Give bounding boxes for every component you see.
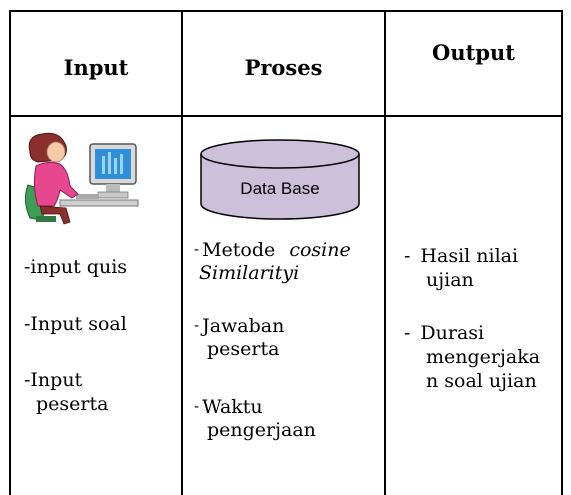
border-top <box>9 10 563 12</box>
output-item-1-line1: Hasil nilai <box>420 245 519 267</box>
proses-item-2-line2: peserta <box>207 338 280 360</box>
database-label: Data Base <box>240 179 320 198</box>
column-divider-2 <box>384 10 386 495</box>
proses-item-waktu: -Waktu <box>194 395 263 419</box>
proses-item-3-line2: pengerjaan <box>207 419 316 441</box>
output-item-2-line2: mengerjaka <box>426 346 541 368</box>
header-divider <box>9 115 563 117</box>
proses-item-1-bullet: - <box>194 240 200 258</box>
input-item-peserta-line2: peserta <box>36 393 109 415</box>
proses-item-3-bullet: - <box>194 397 200 415</box>
output-item-1-bullet: - <box>404 245 411 267</box>
proses-item-2-line1: Jawaban <box>202 315 285 337</box>
output-item-2-bullet: - <box>404 322 411 344</box>
output-item-2-line1: Durasi <box>420 322 485 344</box>
person-computer-icon <box>24 132 139 225</box>
input-item-peserta-line1: -Input <box>24 369 83 391</box>
proses-item-metode: -Metode cosine <box>194 238 351 262</box>
proses-item-1-italic-b: Similarityi <box>199 262 300 284</box>
proses-item-3-line1: Waktu <box>202 396 263 418</box>
proses-item-jawaban: -Jawaban <box>194 314 284 338</box>
output-item-1-line2: ujian <box>426 269 474 291</box>
database-icon <box>200 139 360 220</box>
output-item-2-line3: n soal ujian <box>426 370 537 392</box>
database-cylinder: Data Base <box>199 138 361 222</box>
proses-item-1-prefix: Metode <box>202 239 276 261</box>
output-item-durasi: -Durasi <box>404 322 484 345</box>
input-item-soal: -Input soal <box>24 313 127 335</box>
column-divider-1 <box>181 10 183 495</box>
proses-item-1-italic-a: cosine <box>289 239 351 261</box>
border-left <box>9 10 11 495</box>
border-right <box>561 10 563 495</box>
input-item-quis: -input quis <box>24 256 128 278</box>
input-header: Input <box>63 55 129 80</box>
proses-item-2-bullet: - <box>194 316 200 334</box>
output-header: Output <box>432 40 515 65</box>
proses-header: Proses <box>244 55 323 80</box>
output-item-hasil: -Hasil nilai <box>404 245 518 268</box>
